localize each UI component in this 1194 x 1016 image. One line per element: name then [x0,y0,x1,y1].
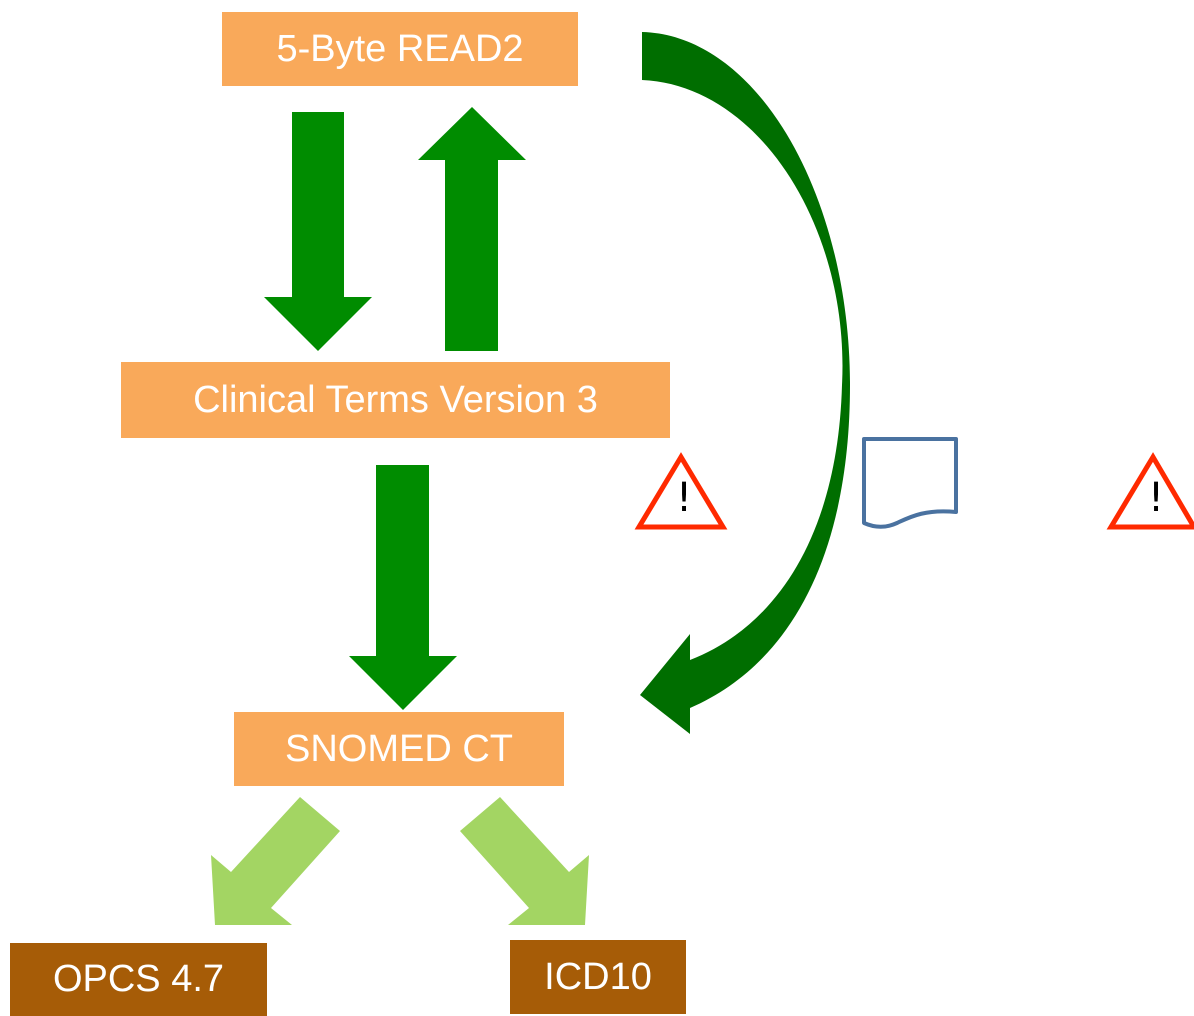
node-ctv3: Clinical Terms Version 3 [121,362,670,438]
warning-exclamation-2: ! [1148,475,1165,521]
node-snomed-label: SNOMED CT [285,727,513,770]
arrow-snomed-to-opcs [211,797,340,925]
warning-triangle-icon [634,452,728,530]
node-icd10: ICD10 [510,940,686,1014]
warning-exclamation-1: ! [676,475,693,521]
arrow-snomed-to-icd10 [460,797,589,925]
node-snomed: SNOMED CT [234,712,564,786]
node-opcs-label: OPCS 4.7 [52,958,225,1000]
node-opcs: OPCS 4.7 [10,943,267,1016]
node-icd10-label: ICD10 [544,955,652,998]
curved-arrow-read2-to-snomed [640,32,850,734]
document-icon [862,437,958,529]
node-read2-label: 5-Byte READ2 [276,27,524,70]
arrow-ctv3-to-snomed [349,465,457,710]
node-read2: 5-Byte READ2 [222,12,578,86]
arrow-read2-to-ctv3 [264,112,372,351]
warning-triangle-icon [1106,452,1194,530]
arrow-ctv3-to-read2 [418,107,526,351]
node-ctv3-label: Clinical Terms Version 3 [193,378,598,421]
